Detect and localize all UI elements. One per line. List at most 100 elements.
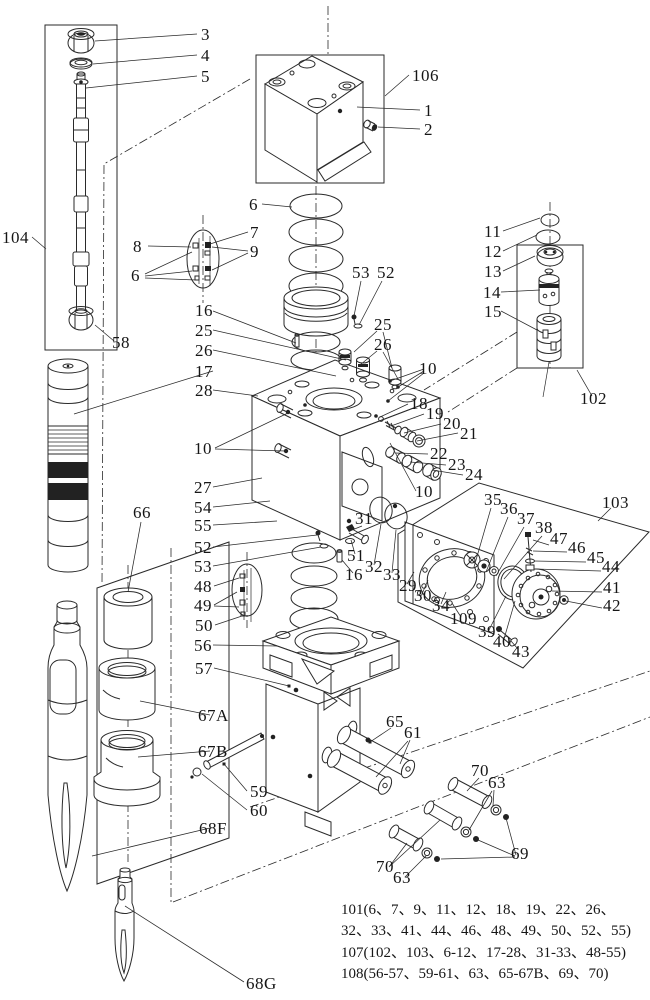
accumulator-block-1	[264, 55, 372, 183]
callout-63a: 63	[488, 773, 506, 792]
valve-cartridge-102	[516, 213, 584, 398]
callout-58: 58	[112, 333, 130, 352]
callout-66: 66	[133, 503, 151, 522]
bushing-67B	[93, 730, 161, 807]
through-bolt-panel-104	[44, 24, 118, 351]
callout-60: 60	[250, 801, 268, 820]
valve-sleeve-15	[536, 313, 562, 398]
callout-43: 43	[512, 642, 530, 661]
callout-37: 37	[517, 509, 535, 528]
callout-30: 30	[414, 586, 432, 605]
motor-assembly-103	[404, 521, 569, 647]
callout-45: 45	[587, 548, 605, 567]
callout-12: 12	[484, 242, 502, 261]
callout-65: 65	[386, 712, 404, 731]
accumulator-panel-106	[255, 54, 385, 184]
orings-32-33	[369, 496, 408, 530]
callout-19: 19	[426, 404, 444, 423]
callout-42: 42	[603, 596, 621, 615]
through-bolt-5	[72, 71, 90, 313]
legend-line-2: 32、33、41、44、46、48、49、50、52、55)	[341, 923, 631, 939]
callout-25a: 25	[195, 321, 213, 340]
callout-10a: 10	[419, 359, 437, 378]
oring-11	[540, 213, 560, 227]
callout-70a: 70	[471, 761, 489, 780]
callout-33: 33	[383, 565, 401, 584]
bushing-67A	[98, 657, 156, 721]
callout-31: 31	[355, 509, 373, 528]
callout-13: 13	[484, 262, 502, 281]
callout-39: 39	[478, 622, 496, 641]
callout-34: 34	[432, 596, 450, 615]
callout-69: 69	[511, 844, 529, 863]
bolt-31-group	[336, 524, 369, 563]
callout-61: 61	[404, 723, 422, 742]
callout-2: 2	[424, 120, 433, 139]
callout-3: 3	[201, 25, 210, 44]
callout-6a: 6	[249, 195, 258, 214]
callout-27: 27	[194, 478, 212, 497]
callout-52b: 52	[194, 538, 212, 557]
callout-4: 4	[201, 46, 210, 65]
callout-54: 54	[194, 498, 212, 517]
pin-16-top	[294, 333, 300, 348]
legend-line-4: 108(56-57、59-61、63、65-67B、69、70)	[341, 966, 608, 982]
callout-35: 35	[484, 490, 502, 509]
motor-assembly-boundary	[397, 482, 650, 669]
callout-6b: 6	[131, 266, 140, 285]
callout-17: 17	[195, 362, 213, 381]
callout-53b: 53	[194, 557, 212, 576]
parts-group-legend: 101(6、7、9、11、12、18、19、22、26、 32、33、41、44…	[341, 902, 631, 982]
callout-47: 47	[550, 529, 568, 548]
plug-2	[363, 119, 378, 132]
callout-18: 18	[410, 394, 428, 413]
callout-28: 28	[195, 381, 213, 400]
callout-44: 44	[602, 557, 620, 576]
valve-cap-13	[536, 245, 564, 267]
bearing-parts-35-38	[463, 551, 505, 578]
oring-stack-upper	[283, 193, 349, 371]
callout-26b: 26	[374, 335, 392, 354]
callout-46: 46	[568, 538, 586, 557]
bushing-66	[103, 587, 153, 650]
oring-12	[535, 229, 561, 245]
callout-15: 15	[484, 302, 502, 321]
valve-body	[250, 359, 442, 541]
callout-63b: 63	[393, 868, 411, 887]
callout-41: 41	[603, 578, 621, 597]
nut-3	[67, 28, 95, 54]
callout-7: 7	[250, 223, 259, 242]
bolt-42	[559, 595, 569, 605]
bolt-43	[496, 626, 518, 647]
nut-58	[68, 306, 94, 331]
rod-59-60	[190, 732, 265, 779]
motor-end-cover	[511, 568, 561, 620]
callout-25b: 25	[374, 315, 392, 334]
callout-52a: 52	[377, 263, 395, 282]
callout-67A: 67A	[198, 706, 229, 725]
callout-20: 20	[443, 414, 461, 433]
callout-26a: 26	[195, 341, 213, 360]
callout-50: 50	[195, 616, 213, 635]
legend-line-3: 107(102、103、6-12、17-28、31-33、48-55)	[341, 945, 626, 961]
callout-16b: 16	[345, 565, 363, 584]
chisel-68G	[114, 867, 135, 983]
callout-51: 51	[347, 546, 365, 565]
callout-70b: 70	[376, 857, 394, 876]
callout-104: 104	[2, 228, 29, 247]
callout-21: 21	[460, 424, 478, 443]
callout-59: 59	[250, 782, 268, 801]
piston-17	[47, 358, 89, 573]
tie-bolt-sets	[388, 777, 509, 862]
callout-38: 38	[535, 518, 553, 537]
callout-11: 11	[484, 222, 501, 241]
plug-cluster-right	[374, 414, 442, 481]
callout-10c: 10	[194, 439, 212, 458]
screw-53-washer-52-top	[351, 314, 363, 329]
callout-68G: 68G	[246, 974, 277, 993]
callout-40: 40	[493, 632, 511, 651]
callout-48: 48	[194, 577, 212, 596]
seal-detail-balloon-upper	[186, 215, 220, 303]
